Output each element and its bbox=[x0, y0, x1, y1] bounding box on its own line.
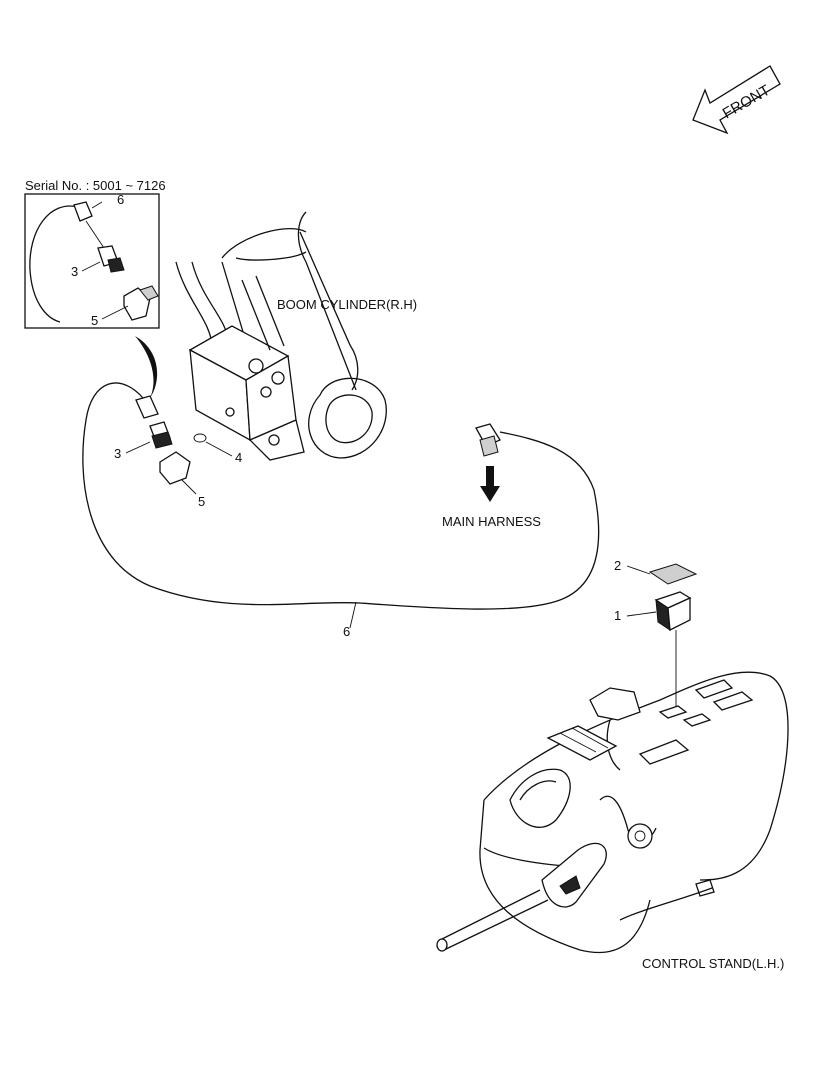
inset-pointer bbox=[135, 336, 158, 398]
main-harness-connector bbox=[475, 423, 501, 502]
main-adapter bbox=[159, 451, 191, 485]
callout-main-5: 5 bbox=[198, 494, 205, 509]
callout-main-6: 6 bbox=[343, 624, 350, 639]
control-stand-armrest-lever bbox=[589, 687, 641, 721]
callout-inset-3: 3 bbox=[71, 264, 78, 279]
o-ring bbox=[193, 433, 207, 443]
main-harness-arrow bbox=[480, 466, 500, 502]
callout-switch-cover-2: 2 bbox=[614, 558, 621, 573]
inset-frame bbox=[24, 193, 160, 329]
callout-inset-5: 5 bbox=[91, 313, 98, 328]
wire-harness-6 bbox=[82, 382, 600, 610]
boom-cylinder-label: BOOM CYLINDER(R.H) bbox=[277, 297, 417, 312]
control-stand-label: CONTROL STAND(L.H.) bbox=[642, 956, 784, 971]
main-connector bbox=[135, 395, 159, 419]
main-pressure-switch-assembly: 3 4 5 bbox=[114, 395, 242, 509]
switch-cover bbox=[648, 563, 698, 585]
callout-inset-6: 6 bbox=[117, 192, 124, 207]
inset-adapter bbox=[123, 287, 151, 321]
inset-connector bbox=[73, 201, 93, 222]
serial-inset: Serial No. : 5001 ~ 7126 6 3 5 bbox=[24, 178, 166, 329]
front-arrow: FRONT bbox=[692, 65, 781, 135]
control-stand-joystick-grip bbox=[541, 842, 607, 908]
callout-main-3: 3 bbox=[114, 446, 121, 461]
callout-main-4: 4 bbox=[235, 450, 242, 465]
switch-group: 2 1 bbox=[614, 558, 698, 710]
control-stand bbox=[436, 671, 789, 954]
serial-label: Serial No. : 5001 ~ 7126 bbox=[25, 178, 166, 193]
inset-wire bbox=[29, 205, 79, 323]
main-harness-label: MAIN HARNESS bbox=[442, 514, 541, 529]
callout-switch-1: 1 bbox=[614, 608, 621, 623]
valve-block bbox=[188, 275, 305, 461]
front-label: FRONT bbox=[720, 82, 773, 123]
